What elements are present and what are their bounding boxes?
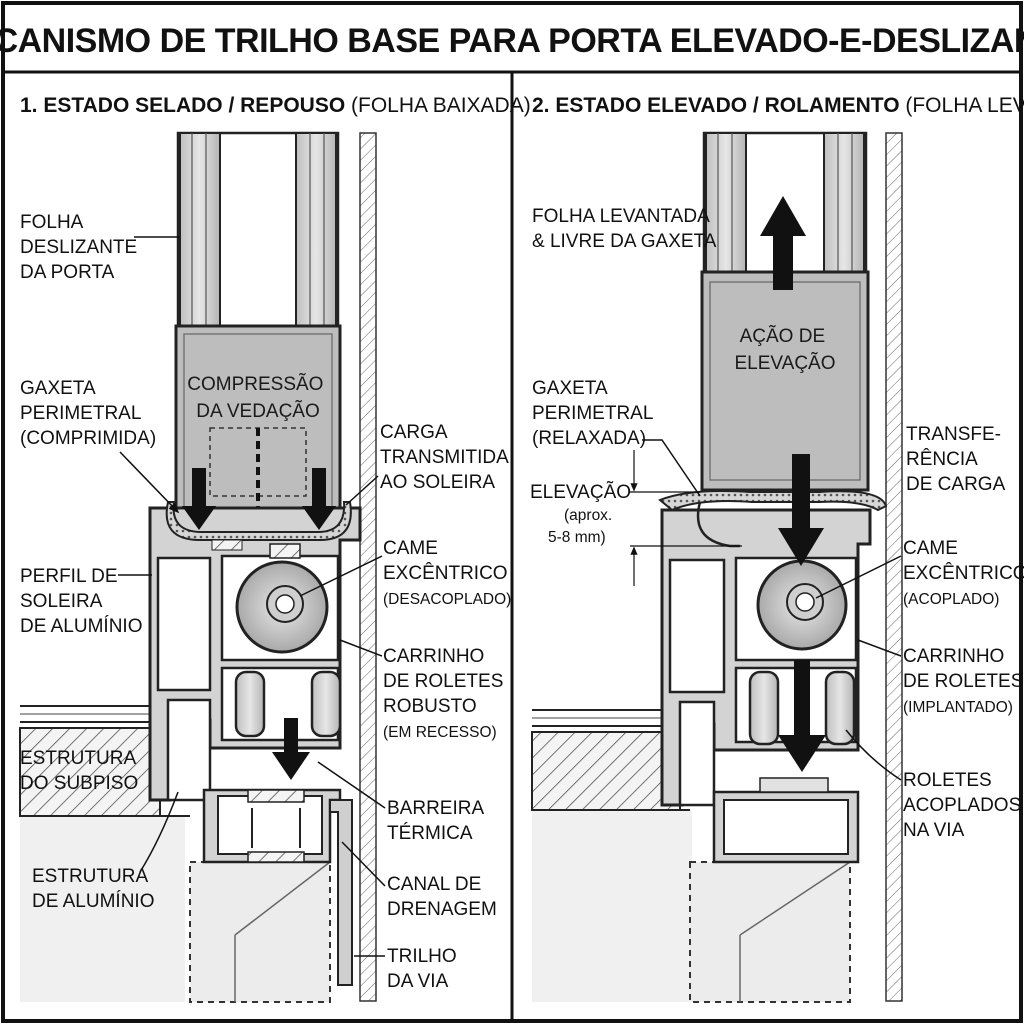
page-title: MECANISMO DE TRILHO BASE PARA PORTA ELEV… — [0, 22, 1024, 60]
right-gasket — [658, 490, 888, 512]
right-subfloor-hatch — [531, 731, 681, 811]
left-carriage-label: CARRINHO DE ROLETES ROBUSTO (EM RECESSO) — [383, 646, 509, 741]
left-load-label: CARGA TRANSMITIDA AO SOLEIRA — [380, 422, 513, 493]
left-subfloor-hatch — [19, 727, 161, 817]
left-track-arrow — [272, 718, 310, 780]
right-wall-hatch — [885, 132, 903, 1002]
left-load-arrow-1 — [182, 468, 216, 530]
left-wall-hatch — [359, 132, 377, 1002]
left-gasket-label: GAXETA PERIMETRAL (COMPRIMIDA) — [20, 378, 156, 449]
left-drawing — [19, 131, 377, 1003]
left-cam-label: CAME EXCÊNTRICO (DESACOPLADO) — [383, 538, 513, 608]
left-drain-label: CANAL DE DRENAGEM — [387, 874, 497, 920]
right-gasket-label: GAXETA PERIMETRAL (RELAXADA) — [532, 378, 658, 449]
left-sill-label: PERFIL DE SOLEIRA DE ALUMÍNIO — [20, 566, 142, 637]
right-lift-arrow — [760, 196, 806, 290]
right-transfer-arrow — [778, 454, 824, 566]
left-foundation-block — [189, 861, 331, 1003]
right-transfer-label: TRANSFE- RÊNCIA DE CARGA — [906, 424, 1006, 495]
right-panel-heading: 2. ESTADO ELEVADO / ROLAMENTO (FOLHA LEV… — [532, 94, 1024, 117]
left-structure-label: ESTRUTURA DE ALUMÍNIO — [32, 866, 154, 912]
right-leaf-label: FOLHA LEVANTADA & LIVRE DA GAXETA — [532, 206, 717, 252]
left-compression-label: COMPRESSÃO DA VEDAÇÃO — [187, 373, 328, 422]
right-lift-action-label: AÇÃO DE ELEVAÇÃO — [734, 325, 835, 374]
left-panel-heading: 1. ESTADO SELADO / REPOUSO (FOLHA BAIXAD… — [20, 94, 531, 117]
right-elevation-label: ELEVAÇÃO (aprox. 5-8 mm) — [530, 481, 635, 546]
left-track-label: TRILHO DA VIA — [387, 946, 462, 992]
left-roller-2 — [310, 670, 342, 738]
right-roller-1 — [748, 670, 780, 746]
right-drawing — [531, 131, 903, 1003]
right-carriage-label: CARRINHO DE ROLETES (IMPLANTADO) — [903, 646, 1024, 716]
left-track-rail — [329, 799, 353, 986]
left-roller-1 — [234, 670, 266, 738]
left-load-arrow-2 — [302, 468, 336, 530]
left-subfloor-label: ESTRUTURA DO SUBPISO — [20, 748, 140, 794]
right-rollers-label: ROLETES ACOPLADOS NA VIA — [903, 770, 1024, 841]
right-cam-label: CAME EXCÊNTRICO (ACOPLADO) — [903, 538, 1024, 608]
left-leaf-label: FOLHA DESLIZANTE DA PORTA — [20, 212, 142, 283]
left-thermal-label: BARREIRA TÉRMICA — [387, 798, 488, 844]
right-leaf-bottom — [700, 270, 870, 492]
right-roller-arrow — [778, 660, 826, 772]
right-roller-2 — [824, 670, 856, 746]
